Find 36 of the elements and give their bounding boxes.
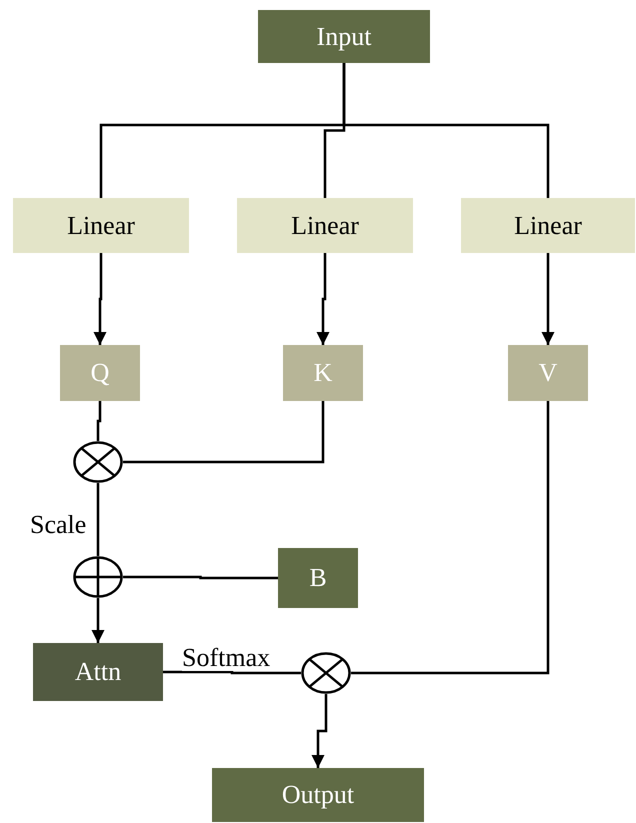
value-box — [508, 345, 588, 401]
box-label: Linear — [514, 212, 582, 238]
connector-line — [342, 63, 550, 198]
multiply-symbol — [73, 441, 123, 483]
arrow — [542, 253, 554, 345]
input-box — [258, 10, 430, 63]
output-box — [212, 768, 424, 822]
key-box — [283, 345, 363, 401]
linear-layer-box — [237, 198, 413, 253]
arrow — [312, 694, 328, 768]
connector-line — [123, 401, 324, 464]
edge-label: Softmax — [182, 645, 270, 671]
query-box — [60, 345, 140, 401]
box-label: Q — [90, 360, 110, 386]
box-label: K — [314, 360, 332, 386]
box-label: B — [309, 565, 327, 591]
arrow — [94, 253, 106, 345]
linear-layer-box — [13, 198, 189, 253]
box-label: Attn — [74, 659, 122, 685]
bias-box — [278, 548, 358, 608]
box-label: Output — [282, 782, 354, 808]
connector-line — [96, 483, 100, 556]
box-label: Input — [316, 24, 372, 50]
box-label: Linear — [291, 212, 359, 238]
connector-line — [123, 576, 278, 580]
multiply-symbol — [301, 652, 351, 694]
attention-box — [33, 643, 163, 701]
box-label: Linear — [67, 212, 135, 238]
connector-line — [163, 670, 301, 674]
linear-layer-box — [461, 198, 635, 253]
box-label: V — [538, 360, 558, 386]
arrow — [316, 253, 330, 345]
connector-line — [96, 401, 102, 441]
connector-line — [351, 401, 550, 674]
arrow — [92, 598, 104, 643]
add-symbol — [73, 556, 123, 598]
